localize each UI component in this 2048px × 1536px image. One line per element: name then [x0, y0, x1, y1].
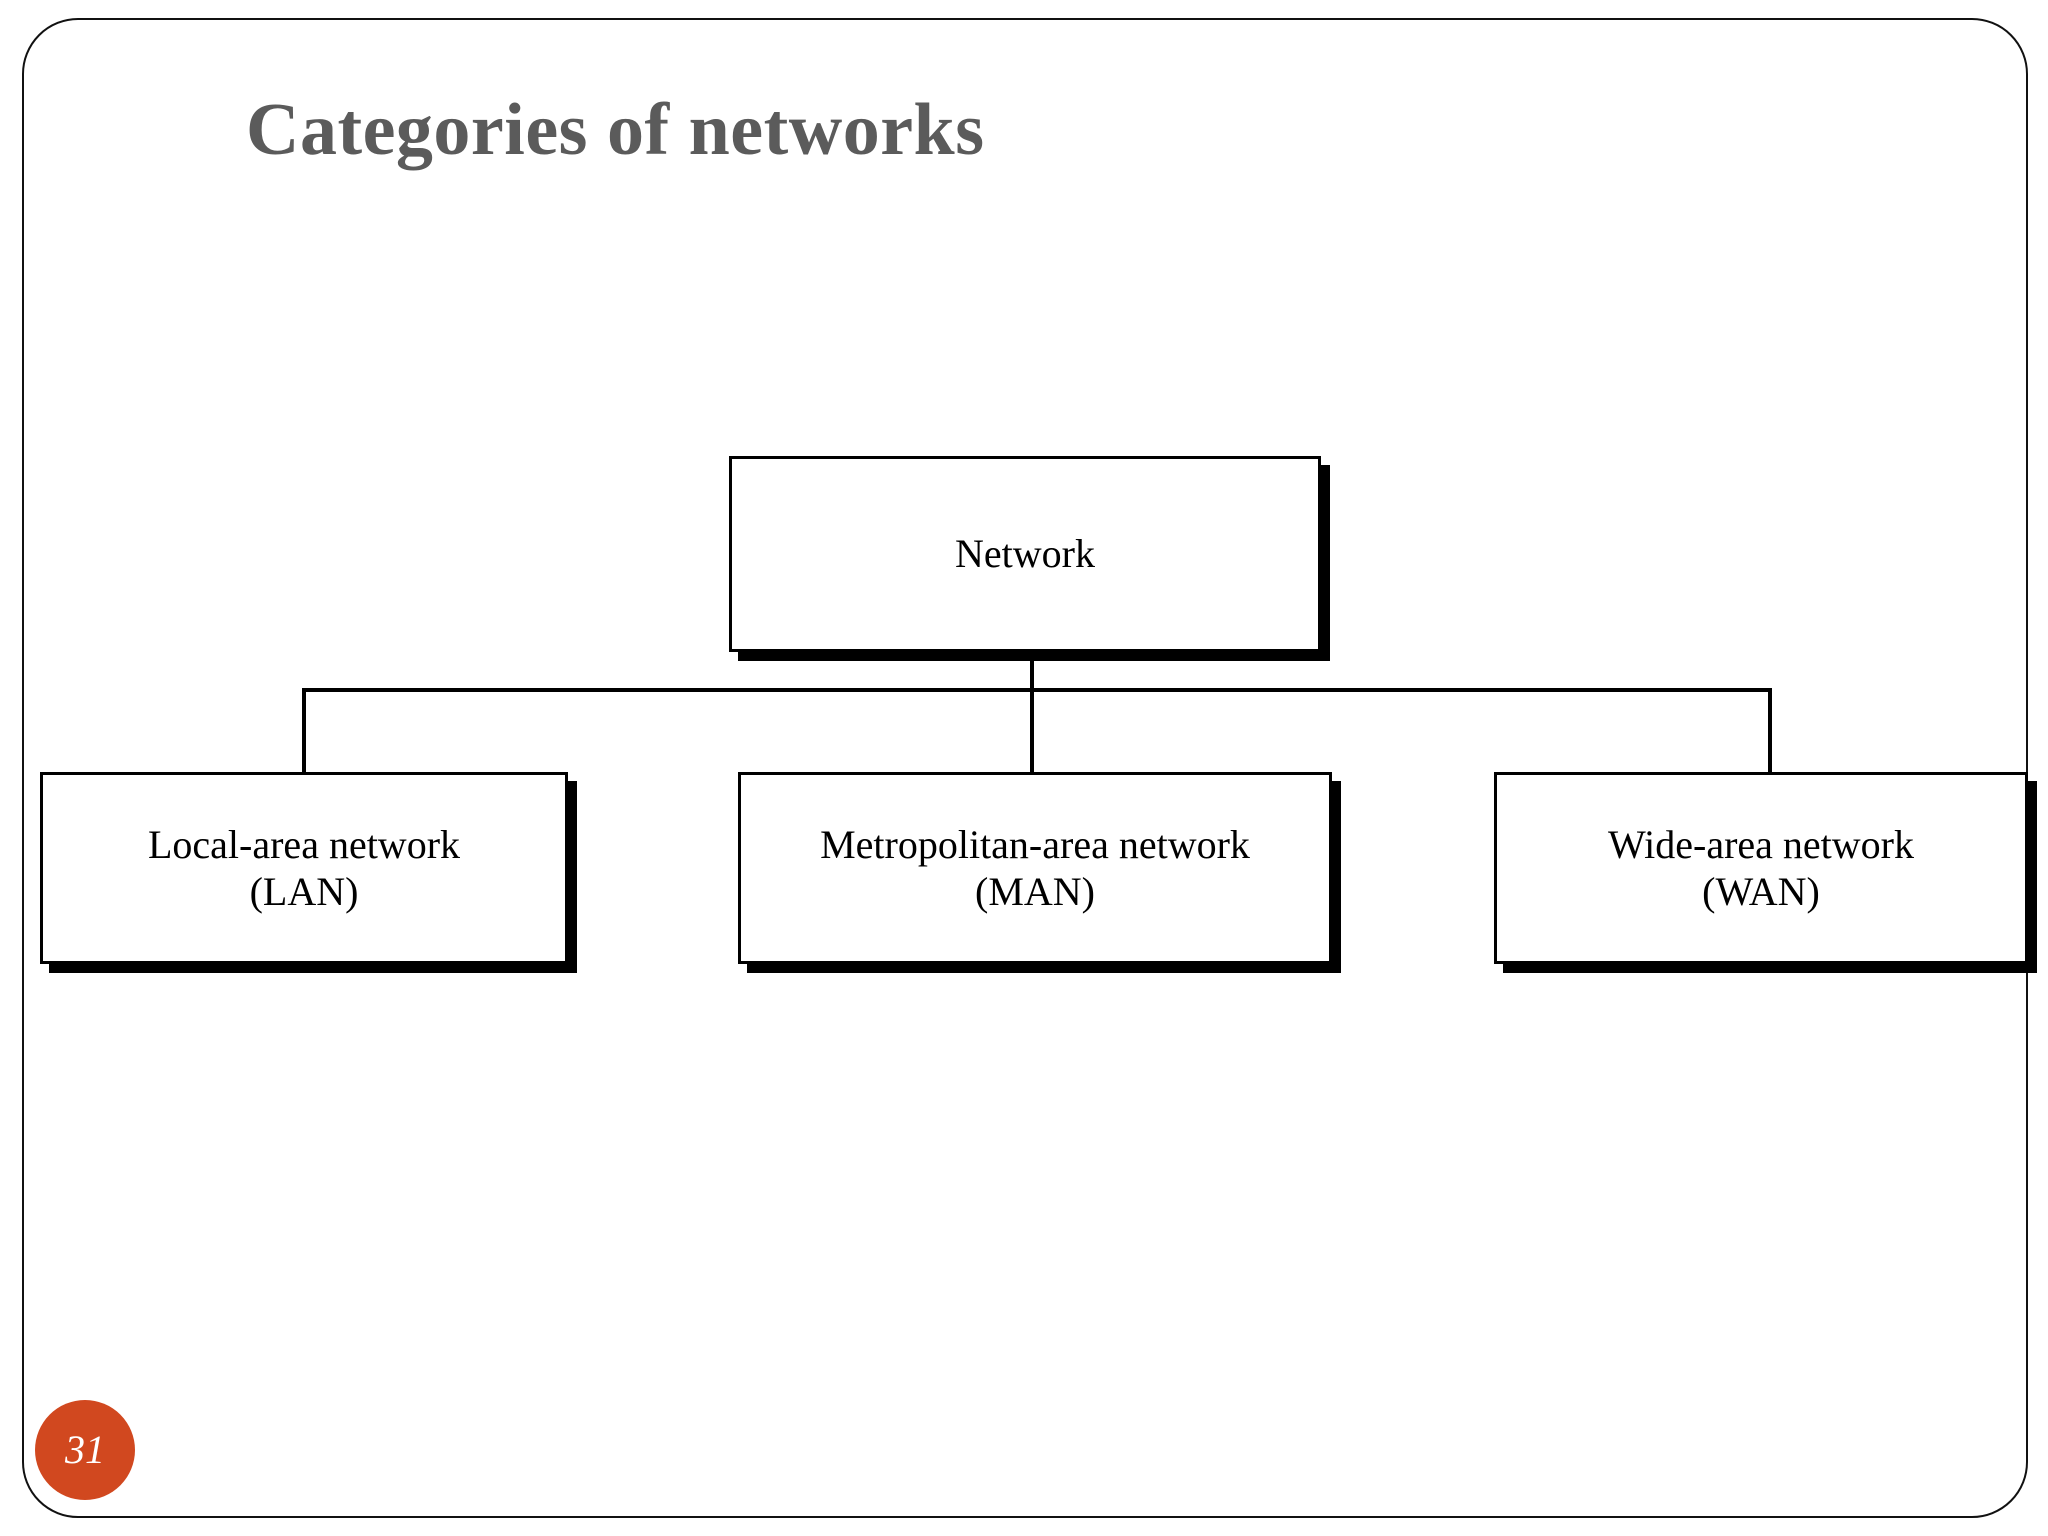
- page-title: Categories of networks: [246, 89, 985, 171]
- page-number-badge: 31: [35, 1400, 135, 1500]
- node-wan-label: Wide-area network (WAN): [1598, 821, 1924, 915]
- node-local-area-network[interactable]: Local-area network (LAN): [40, 772, 568, 964]
- node-lan-label-line2: (LAN): [249, 869, 359, 914]
- connector-drop-wan: [1768, 688, 1772, 774]
- node-man-label-line2: (MAN): [975, 869, 1095, 914]
- node-wide-area-network[interactable]: Wide-area network (WAN): [1494, 772, 2028, 964]
- connector-root-stem: [1030, 658, 1034, 691]
- connector-horizontal-bus: [302, 688, 1772, 692]
- node-man-label-line1: Metropolitan-area network: [820, 821, 1250, 867]
- connector-drop-lan: [302, 688, 306, 774]
- node-lan-label: Local-area network (LAN): [138, 821, 470, 915]
- node-lan-label-line1: Local-area network: [147, 821, 461, 867]
- node-network-label: Network: [955, 531, 1095, 577]
- connector-drop-man: [1030, 688, 1034, 774]
- node-network[interactable]: Network: [729, 456, 1321, 652]
- node-wan-label-line1: Wide-area network: [1608, 821, 1914, 867]
- node-man-label: Metropolitan-area network (MAN): [810, 821, 1260, 915]
- page-number-text: 31: [65, 1427, 105, 1472]
- node-wan-label-line2: (WAN): [1702, 869, 1820, 914]
- node-metropolitan-area-network[interactable]: Metropolitan-area network (MAN): [738, 772, 1332, 964]
